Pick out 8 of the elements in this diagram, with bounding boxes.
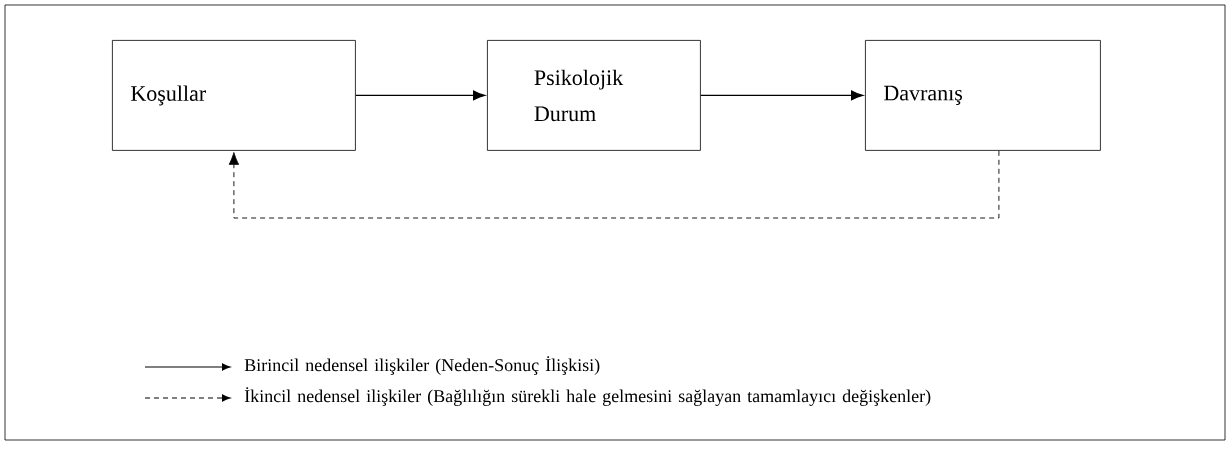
process-box: Psikolojik Durum bbox=[487, 40, 701, 151]
arrow bbox=[355, 90, 486, 101]
process-box: Koşullar bbox=[112, 40, 356, 151]
arrow bbox=[228, 150, 1000, 219]
legend-text: Birincil nedensel ilişkiler (Neden-Sonuç İlişkisi) bbox=[244, 356, 600, 375]
arrow bbox=[700, 90, 864, 101]
legend-text: İkincil nedensel ilişkiler (Bağlılığın sürekli hale gelmesini sağlayan tamamlayıcı değişkenler) bbox=[244, 387, 931, 406]
process-box: Davranış bbox=[865, 40, 1101, 151]
